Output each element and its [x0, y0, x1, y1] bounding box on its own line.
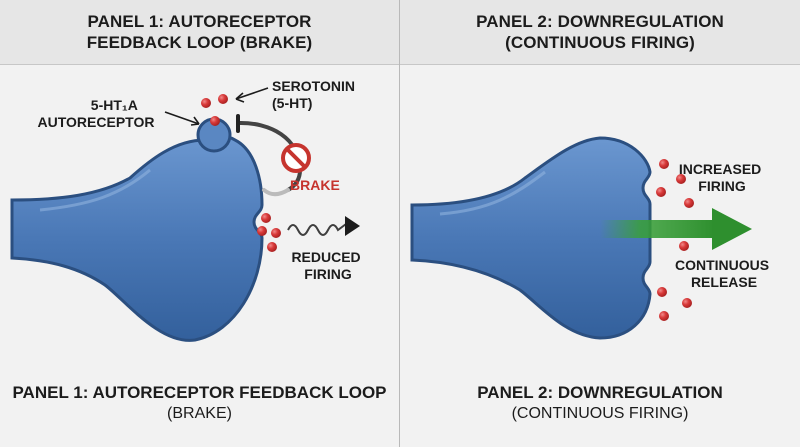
- label-continuous-line2: RELEASE: [691, 274, 757, 290]
- serotonin-molecule: [682, 298, 692, 308]
- label-serotonin-line2: (5-HT): [272, 95, 312, 111]
- label-reduced-line2: FIRING: [304, 266, 352, 282]
- label-increased-firing: INCREASED FIRING: [679, 161, 765, 194]
- serotonin-molecule: [267, 242, 277, 252]
- neuron-terminal: [10, 134, 264, 342]
- panel-autoreceptor-feedback: PANEL 1: AUTORECEPTOR FEEDBACK LOOP (BRA…: [0, 0, 400, 447]
- panel1-header-line1: PANEL 1: AUTORECEPTOR: [87, 12, 312, 31]
- panel2-header-line2: (CONTINUOUS FIRING): [505, 33, 695, 52]
- serotonin-molecule: [676, 174, 686, 184]
- serotonin-molecule: [657, 287, 667, 297]
- serotonin-molecule: [656, 187, 666, 197]
- label-serotonin: SEROTONIN (5-HT): [272, 78, 359, 111]
- neuron-terminal: [410, 136, 652, 340]
- panel2-caption-main: PANEL 2: DOWNREGULATION: [477, 383, 723, 402]
- continuous-release-arrow: [600, 208, 752, 250]
- label-serotonin-line1: SEROTONIN: [272, 78, 355, 94]
- panel2-caption: PANEL 2: DOWNREGULATION (CONTINUOUS FIRI…: [400, 382, 800, 424]
- serotonin-pointer-arrow: [235, 87, 269, 100]
- serotonin-molecule: [261, 213, 271, 223]
- panel1-diagram: SEROTONIN (5-HT) 5-HT₁A AUTORECEPTOR BRA…: [10, 78, 364, 342]
- label-reduced-line1: REDUCED: [291, 249, 360, 265]
- label-brake: BRAKE: [290, 177, 340, 193]
- serotonin-molecule: [218, 94, 228, 104]
- label-autoreceptor-line1: 5-HT₁A: [91, 97, 138, 113]
- panel1-header: PANEL 1: AUTORECEPTOR FEEDBACK LOOP (BRA…: [0, 0, 399, 65]
- panel1-caption-sub: (BRAKE): [167, 405, 232, 422]
- serotonin-molecule: [659, 311, 669, 321]
- label-continuous-release: CONTINUOUS RELEASE: [675, 257, 773, 290]
- label-autoreceptor: 5-HT₁A AUTORECEPTOR: [38, 97, 155, 130]
- panel2-diagram: INCREASED FIRING CONTINUOUS RELEASE: [410, 136, 773, 340]
- label-autoreceptor-line2: AUTORECEPTOR: [38, 114, 155, 130]
- serotonin-molecule: [201, 98, 211, 108]
- panel2-header: PANEL 2: DOWNREGULATION (CONTINUOUS FIRI…: [400, 0, 800, 65]
- label-increased-line2: FIRING: [698, 178, 746, 194]
- serotonin-molecule: [271, 228, 281, 238]
- label-reduced-firing: REDUCED FIRING: [291, 249, 364, 282]
- panel1-caption: PANEL 1: AUTORECEPTOR FEEDBACK LOOP (BRA…: [0, 382, 399, 424]
- serotonin-molecule: [684, 198, 694, 208]
- serotonin-molecule: [257, 226, 267, 236]
- label-increased-line1: INCREASED: [679, 161, 761, 177]
- panel1-header-line2: FEEDBACK LOOP (BRAKE): [86, 33, 313, 52]
- no-sign-icon: [281, 143, 311, 173]
- serotonin-molecule: [679, 241, 689, 251]
- panel1-caption-main: PANEL 1: AUTORECEPTOR FEEDBACK LOOP: [12, 383, 387, 402]
- panel2-header-line1: PANEL 2: DOWNREGULATION: [476, 12, 724, 31]
- reduced-firing-arrow: [287, 223, 347, 236]
- panel-downregulation: PANEL 2: DOWNREGULATION (CONTINUOUS FIRI…: [400, 0, 800, 447]
- serotonin-molecule: [659, 159, 669, 169]
- panel2-caption-sub: (CONTINUOUS FIRING): [511, 405, 689, 422]
- label-continuous-line1: CONTINUOUS: [675, 257, 769, 273]
- autoreceptor-pointer-arrow: [164, 111, 200, 125]
